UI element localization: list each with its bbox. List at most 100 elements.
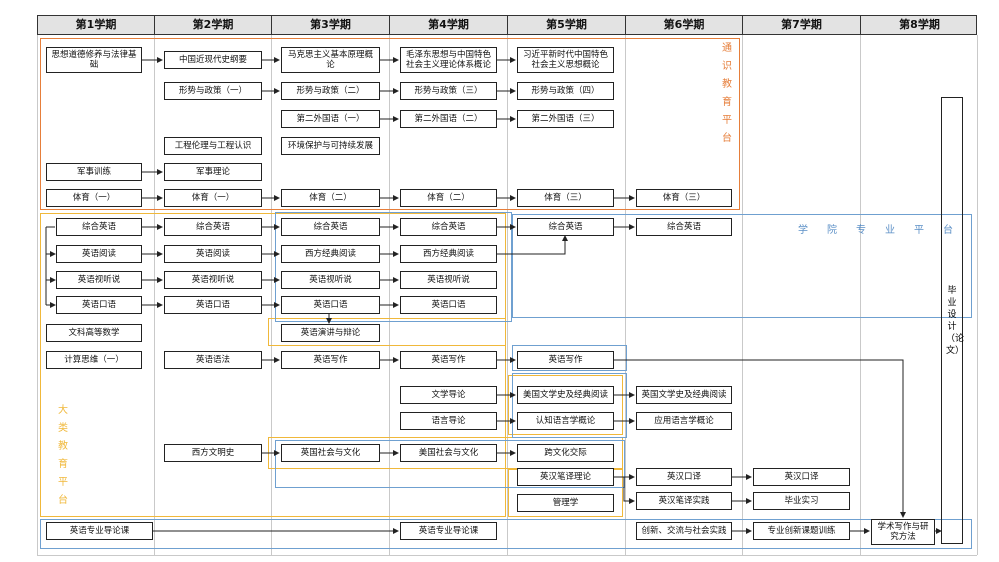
- node-xi-thought: 习近平新时代中国特色社会主义思想概论: [517, 47, 614, 73]
- arrow: [614, 359, 906, 518]
- node-lang-intro: 语言导论: [400, 412, 497, 430]
- node-cognitive-ling: 认知语言学概论: [517, 412, 614, 430]
- node-comp-english-4: 综合英语: [400, 218, 497, 236]
- grid-line: [860, 35, 861, 555]
- general-education-platform-region: [40, 38, 740, 210]
- linguistics-blue-region: [512, 373, 627, 438]
- node-comp-english-6: 综合英语: [636, 218, 732, 236]
- node-grammar: 英语语法: [164, 351, 262, 369]
- culture-blue-region: [275, 440, 625, 488]
- semester-2-header: 第2学期: [155, 16, 272, 34]
- broad-category-platform-region: [40, 213, 506, 517]
- node-pe-1a: 体育（一）: [46, 189, 142, 207]
- node-comp-english-5: 综合英语: [517, 218, 614, 236]
- node-listening-2: 英语视听说: [164, 271, 262, 289]
- node-pe-2a: 体育（二）: [281, 189, 380, 207]
- grid-line: [154, 35, 155, 555]
- node-translation-theory: 英汉笔译理论: [517, 468, 614, 486]
- node-listening-4: 英语视听说: [400, 271, 497, 289]
- major-intro-region: [40, 519, 972, 549]
- node-reading-1: 英语阅读: [56, 245, 142, 263]
- arrow: [623, 477, 635, 504]
- node-speaking-4: 英语口语: [400, 296, 497, 314]
- node-foreign-lang-2: 第二外国语（二）: [400, 110, 497, 128]
- node-major-intro-2: 英语专业导论课: [400, 522, 497, 540]
- college-major-platform-top: [512, 214, 972, 318]
- arrow: [497, 235, 568, 255]
- node-innovation-project: 专业创新课题训练: [753, 522, 850, 540]
- semester-1-header: 第1学期: [38, 16, 155, 34]
- node-pe-3b: 体育（三）: [636, 189, 732, 207]
- node-speaking-2: 英语口语: [164, 296, 262, 314]
- debate-region: [268, 318, 506, 346]
- semester-3-header: 第3学期: [272, 16, 390, 34]
- semester-6-header: 第6学期: [626, 16, 743, 34]
- node-environment: 环境保护与可持续发展: [281, 137, 380, 155]
- node-lit-intro: 文学导论: [400, 386, 497, 404]
- broad-category-platform-label: 大类教育平台: [58, 405, 68, 506]
- node-american-society: 美国社会与文化: [400, 444, 497, 462]
- semester-7-header: 第7学期: [743, 16, 861, 34]
- node-cross-cultural: 跨文化交际: [517, 444, 614, 462]
- semester-4-header: 第4学期: [390, 16, 508, 34]
- node-internship: 毕业实习: [753, 492, 850, 510]
- college-major-platform-label: 学院专业平台: [798, 225, 972, 236]
- node-speaking-1: 英语口语: [56, 296, 142, 314]
- node-moral-law: 思想道德修养与法律基础: [46, 47, 142, 73]
- node-military-theory: 军事理论: [164, 163, 262, 181]
- node-reading-2: 英语阅读: [164, 245, 262, 263]
- node-major-intro-1: 英语专业导论课: [46, 522, 153, 540]
- grid-line: [37, 35, 38, 555]
- node-american-lit: 美国文学史及经典阅读: [517, 386, 614, 404]
- node-writing-1: 英语写作: [281, 351, 380, 369]
- node-translation-practice: 英汉笔译实践: [636, 492, 732, 510]
- grid-line: [977, 35, 978, 555]
- node-modern-history: 中国近现代史纲要: [164, 51, 262, 69]
- node-policy-4: 形势与政策（四）: [517, 82, 614, 100]
- node-policy-1: 形势与政策（一）: [164, 82, 262, 100]
- semester-5-header: 第5学期: [508, 16, 626, 34]
- grid-line: [271, 35, 272, 555]
- node-writing-3: 英语写作: [517, 351, 614, 369]
- semester-8-header: 第8学期: [899, 18, 940, 31]
- semester-header: 第1学期 第2学期 第3学期 第4学期 第5学期 第6学期 第7学期 第8学期: [37, 15, 977, 35]
- general-education-platform-label: 通识教育平台: [722, 43, 732, 144]
- node-western-classics-1: 西方经典阅读: [281, 245, 380, 263]
- node-thesis: 毕业设计（论文）: [941, 97, 965, 544]
- grid-bottom-line: [37, 555, 977, 556]
- node-comp-english-2: 综合英语: [164, 218, 262, 236]
- grid-line: [507, 35, 508, 555]
- node-british-society: 英国社会与文化: [281, 444, 380, 462]
- node-innovation-practice: 创新、交流与社会实践: [636, 522, 732, 540]
- grid-line: [742, 35, 743, 555]
- node-writing-2: 英语写作: [400, 351, 497, 369]
- node-western-classics-2: 西方经典阅读: [400, 245, 497, 263]
- node-math: 文科高等数学: [46, 324, 142, 342]
- node-western-civ: 西方文明史: [164, 444, 262, 462]
- node-policy-2: 形势与政策（二）: [281, 82, 380, 100]
- node-mao-thought: 毛泽东思想与中国特色社会主义理论体系概论: [400, 47, 497, 73]
- node-engineering-ethics: 工程伦理与工程认识: [164, 137, 262, 155]
- node-comp-english-3: 综合英语: [281, 218, 380, 236]
- node-management: 管理学: [517, 494, 614, 512]
- linguistics-region: [508, 375, 623, 435]
- node-academic-writing: 学术写作与研究方法: [871, 519, 935, 545]
- thesis-label: 毕业设计（论文）: [946, 285, 965, 356]
- node-policy-3: 形势与政策（三）: [400, 82, 497, 100]
- node-foreign-lang-3: 第二外国语（三）: [517, 110, 614, 128]
- node-speaking-3: 英语口语: [281, 296, 380, 314]
- node-computational-thinking: 计算思维（一）: [46, 351, 142, 369]
- college-major-platform-left: [275, 212, 512, 322]
- node-pe-3a: 体育（三）: [517, 189, 614, 207]
- grid-line: [625, 35, 626, 555]
- node-marxism: 马克思主义基本原理概论: [281, 47, 380, 73]
- node-applied-ling: 应用语言学概论: [636, 412, 732, 430]
- node-interpretation-2: 英汉口译: [753, 468, 850, 486]
- node-pe-2b: 体育（二）: [400, 189, 497, 207]
- node-listening-1: 英语视听说: [56, 271, 142, 289]
- node-interpretation-1: 英汉口译: [636, 468, 732, 486]
- node-military-training: 军事训练: [46, 163, 142, 181]
- node-listening-3: 英语视听说: [281, 271, 380, 289]
